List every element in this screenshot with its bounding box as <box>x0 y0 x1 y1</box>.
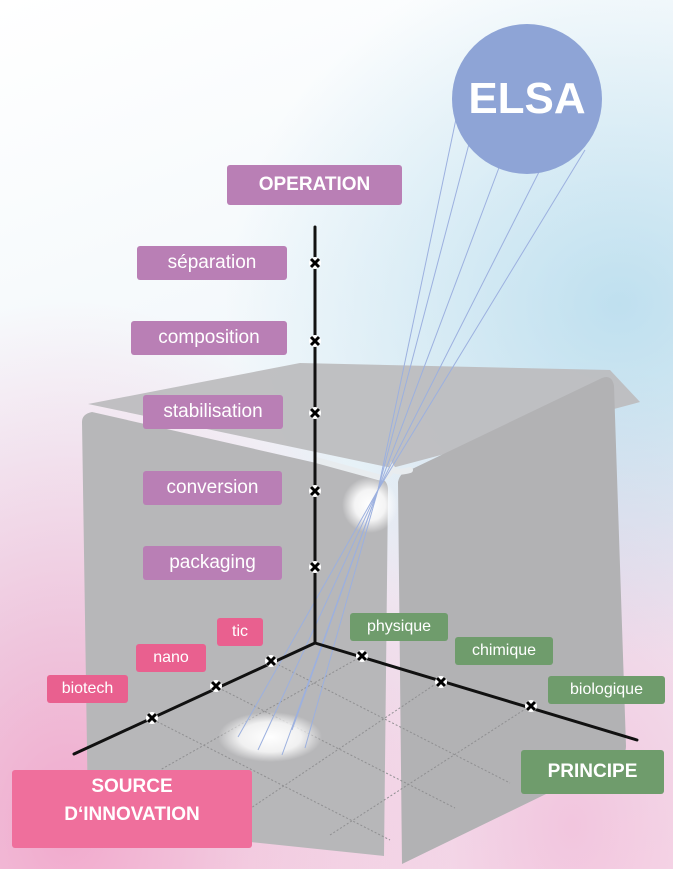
marker-physique <box>356 650 368 662</box>
marker-conversion <box>309 485 321 497</box>
elsa-rays <box>237 99 586 756</box>
operation-axis-title: OPERATION <box>227 165 402 205</box>
source-axis-title: SOURCE D‘INNOVATION <box>12 770 252 848</box>
principe-axis-line <box>313 641 639 742</box>
marker-stabilisation <box>309 407 321 419</box>
marker-separation <box>309 257 321 269</box>
operation-item-composition: composition <box>131 321 287 355</box>
marker-biotech <box>146 712 158 724</box>
source-item-tic: tic <box>217 618 263 646</box>
operation-item-stabilisation: stabilisation <box>143 395 283 429</box>
cube-top-face <box>88 363 640 468</box>
elsa-badge: ELSA <box>452 24 602 174</box>
principe-axis-title: PRINCIPE <box>521 750 664 794</box>
marker-biologique <box>525 700 537 712</box>
marker-nano <box>210 680 222 692</box>
axis-markers <box>146 257 537 724</box>
principe-item-chimique: chimique <box>455 637 553 665</box>
source-title-line-1: SOURCE <box>91 776 173 797</box>
operation-item-separation: séparation <box>137 246 287 280</box>
marker-packaging <box>309 561 321 573</box>
source-title-line-2: D‘INNOVATION <box>64 804 200 825</box>
source-item-nano: nano <box>136 644 206 672</box>
principe-item-physique: physique <box>350 613 448 641</box>
cube-right-face <box>398 377 626 864</box>
marker-tic <box>265 655 277 667</box>
marker-composition <box>309 335 321 347</box>
marker-chimique <box>435 676 447 688</box>
floor-glow <box>218 712 322 762</box>
source-item-biotech: biotech <box>47 675 128 703</box>
operation-item-packaging: packaging <box>143 546 282 580</box>
principe-item-biologique: biologique <box>548 676 665 704</box>
operation-item-conversion: conversion <box>143 471 282 505</box>
